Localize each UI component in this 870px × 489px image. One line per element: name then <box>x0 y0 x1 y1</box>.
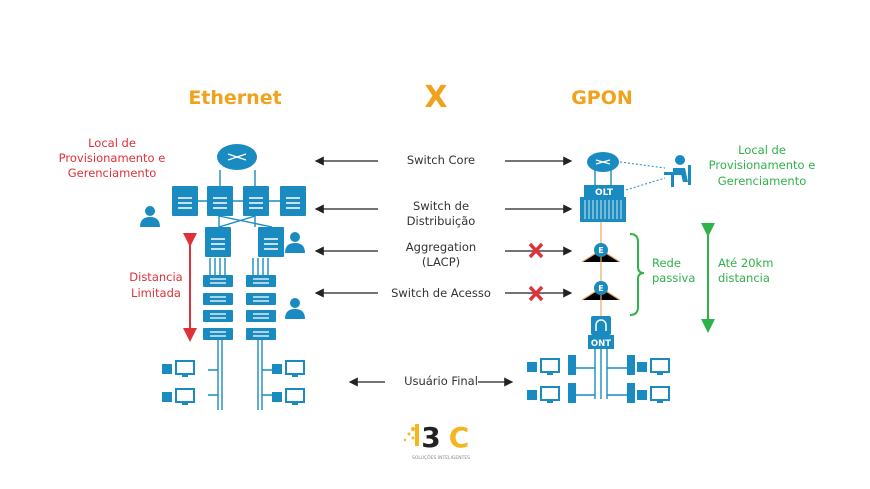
layer-distribution: Distribuição <box>407 214 476 228</box>
distance-limited-label: Distancia Limitada <box>129 270 182 300</box>
end-user-computer-icon <box>161 388 195 406</box>
end-user-computer-icon <box>161 360 195 378</box>
blocked-x-icon <box>528 285 544 302</box>
svg-text:ONT: ONT <box>591 339 611 349</box>
end-user-computer-icon <box>636 358 670 376</box>
distribution-switch-icon <box>242 185 270 217</box>
passive-network-label: Rede passiva <box>652 256 695 285</box>
svg-text:Gerenciamento: Gerenciamento <box>68 166 157 180</box>
svg-text:3: 3 <box>421 421 440 454</box>
versus-mark: X <box>424 80 447 115</box>
end-user-computer-icon <box>526 386 560 404</box>
svg-text:OLT: OLT <box>595 188 614 198</box>
layer-labels: Switch Core Switch de Distribuição Aggre… <box>391 153 491 388</box>
svg-text:Provisionamento e: Provisionamento e <box>709 158 816 172</box>
distribution-switch-icon <box>171 185 199 217</box>
splitter-icon: E <box>594 281 608 295</box>
aggregation-switch-icon <box>204 226 232 258</box>
end-user-computer-icon <box>271 360 305 378</box>
distribution-switch-icon <box>279 185 307 217</box>
svg-text:C: C <box>449 421 470 454</box>
core-router-icon <box>587 152 619 172</box>
access-switch-icon <box>245 309 277 323</box>
layer-end-user: Usuário Final <box>404 374 478 388</box>
end-user-computer-icon <box>526 358 560 376</box>
gpon-provisioning-label: Local de Provisionamento e Gerenciamento <box>709 143 816 188</box>
layer-switch-core: Switch Core <box>407 153 475 167</box>
svg-text:Provisionamento e: Provisionamento e <box>59 151 166 165</box>
layer-aggregation: Aggregation <box>406 240 476 254</box>
svg-text:Limitada: Limitada <box>131 286 181 300</box>
svg-text:passiva: passiva <box>652 271 695 285</box>
ethernet-title: Ethernet <box>188 87 281 109</box>
ont-icon: ONT <box>588 316 614 349</box>
admin-person-icon <box>140 206 160 227</box>
svg-text:Rede: Rede <box>652 256 681 270</box>
end-user-computer-icon <box>271 388 305 406</box>
svg-text:Distancia: Distancia <box>129 270 182 284</box>
olt-icon: OLT <box>580 185 626 222</box>
access-switch-icon <box>202 327 234 341</box>
svg-text:Até 20km: Até 20km <box>718 256 773 270</box>
gpon-network: OLT E E ONT <box>526 152 691 404</box>
svg-text:Local de: Local de <box>738 143 786 157</box>
access-switch-icon <box>202 309 234 323</box>
distribution-switch-icon <box>206 185 234 217</box>
layer-arrows <box>314 156 573 387</box>
admin-person-icon <box>285 232 305 253</box>
svg-text:Local de: Local de <box>88 136 136 150</box>
ethernet-provisioning-label: Local de Provisionamento e Gerenciamento <box>59 136 166 180</box>
gpon-title: GPON <box>571 87 633 109</box>
access-switch-icon <box>245 327 277 341</box>
end-user-computer-icon <box>636 386 670 404</box>
i3c-logo: 3 C SOLUÇÕES INTELIGENTES <box>403 421 470 461</box>
access-switch-icon <box>245 274 277 288</box>
layer-aggregation: (LACP) <box>422 255 460 269</box>
access-switch-icon <box>245 292 277 306</box>
access-switch-icon <box>202 274 234 288</box>
svg-text:E: E <box>598 284 603 293</box>
blocked-x-icon <box>528 242 544 259</box>
splitter-icon: E <box>594 243 608 257</box>
ethernet-network <box>140 144 307 410</box>
layer-access: Switch de Acesso <box>391 286 491 300</box>
svg-text:SOLUÇÕES INTELIGENTES: SOLUÇÕES INTELIGENTES <box>412 454 470 461</box>
admin-person-icon <box>285 298 305 319</box>
svg-text:E: E <box>598 246 603 255</box>
svg-text:distancia: distancia <box>718 271 770 285</box>
svg-text:Gerenciamento: Gerenciamento <box>718 174 807 188</box>
access-switch-icon <box>202 292 234 306</box>
distance-20km-label: Até 20km distancia <box>718 256 773 285</box>
core-router-icon <box>217 144 257 170</box>
aggregation-switch-icon <box>257 226 285 258</box>
operator-at-desk-icon <box>664 155 691 187</box>
passive-network-brace <box>629 233 645 316</box>
layer-distribution: Switch de <box>413 199 469 213</box>
